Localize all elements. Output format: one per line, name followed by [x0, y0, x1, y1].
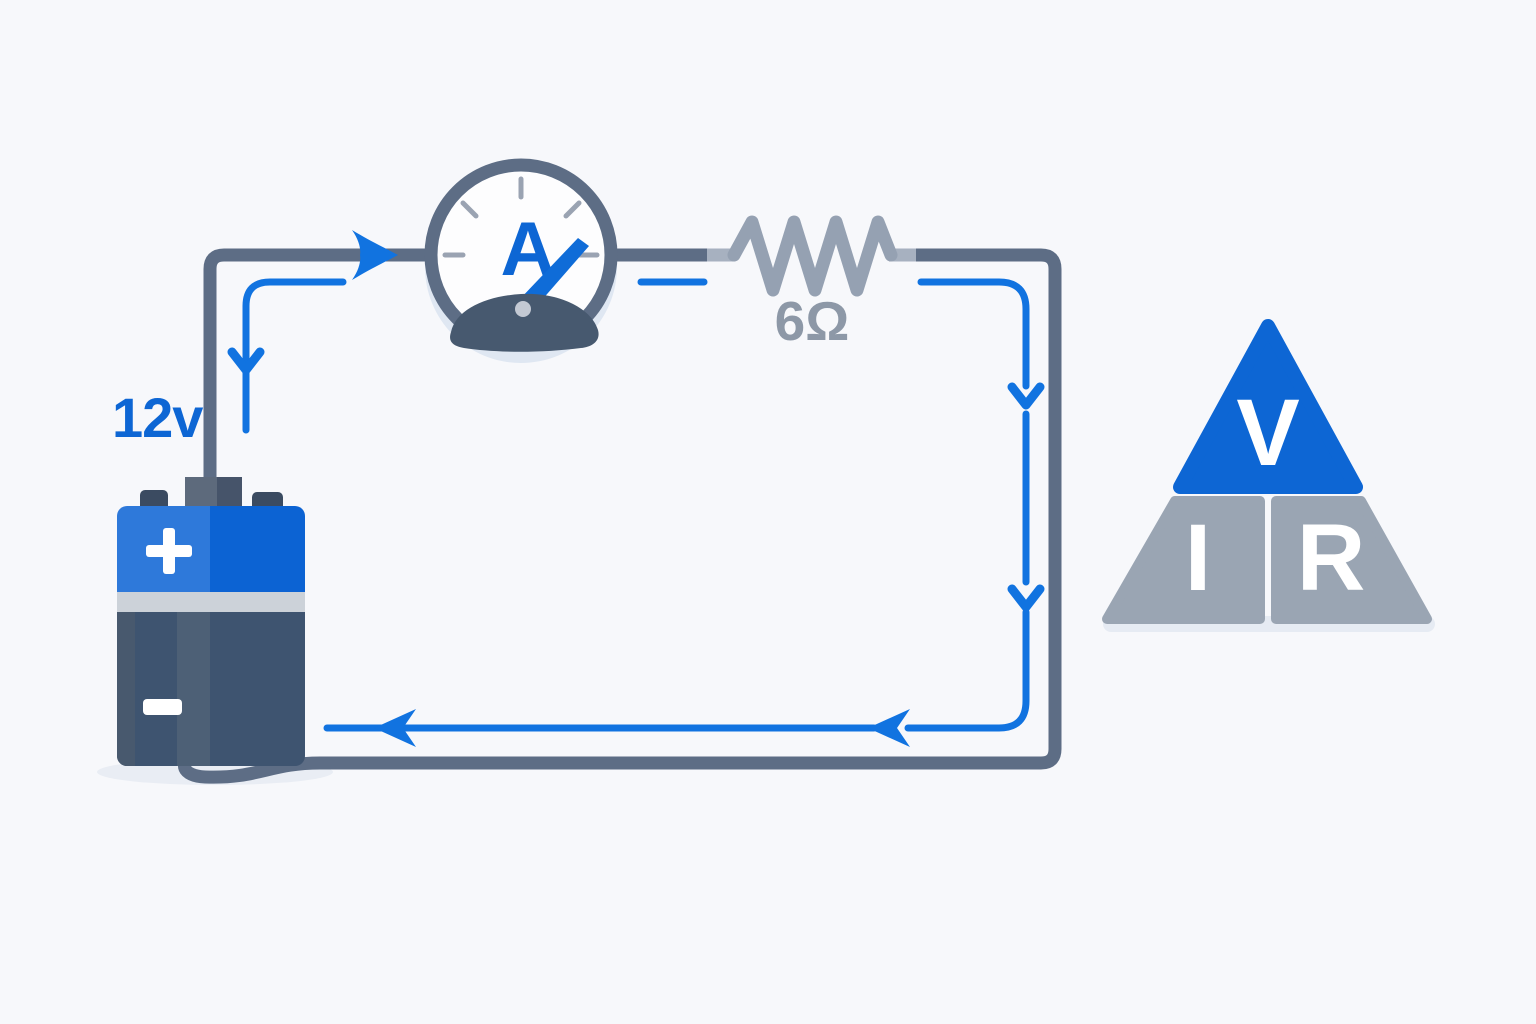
triangle-resistance-label: R — [1297, 505, 1366, 611]
ammeter: A — [424, 158, 618, 363]
resistor-zigzag — [727, 215, 898, 297]
ammeter-tick-marks — [442, 176, 600, 258]
minus-symbol-icon — [143, 699, 182, 715]
triangle-current-label: I — [1185, 505, 1211, 611]
wire-left-top — [203, 248, 707, 485]
resistor-value-label: 6Ω — [774, 290, 850, 352]
wire-right-bottom — [178, 248, 1062, 784]
ohms-law-triangle: V I R — [1102, 319, 1432, 624]
arrow-left-icon — [868, 709, 910, 747]
triangle-resistance-section — [1271, 496, 1432, 624]
current-flow-path — [242, 278, 1030, 732]
current-arrows — [227, 230, 1045, 747]
ammeter-dial-base — [450, 293, 599, 352]
gauge-needle-icon — [519, 238, 589, 309]
needle-pivot-dot — [515, 301, 531, 317]
triangle-voltage-label: V — [1236, 380, 1299, 486]
current-path-bottom-right — [904, 608, 1030, 732]
arrow-left-icon — [374, 709, 416, 747]
circuit-wire — [178, 248, 1062, 784]
arrow-down-icon — [1007, 584, 1045, 612]
current-path-top-right — [917, 278, 1030, 390]
battery-body — [117, 506, 305, 766]
battery — [117, 477, 305, 766]
battery-voltage-label: 12v — [112, 386, 203, 449]
resistor — [707, 215, 916, 297]
triangle-current-section — [1102, 496, 1265, 624]
triangle-voltage-section — [1173, 319, 1363, 494]
arrow-right-icon — [352, 230, 398, 280]
current-path-top-left — [242, 278, 347, 434]
arrow-down-icon — [1007, 382, 1045, 410]
plus-symbol-icon — [146, 528, 192, 574]
arrow-down-icon — [227, 347, 265, 375]
